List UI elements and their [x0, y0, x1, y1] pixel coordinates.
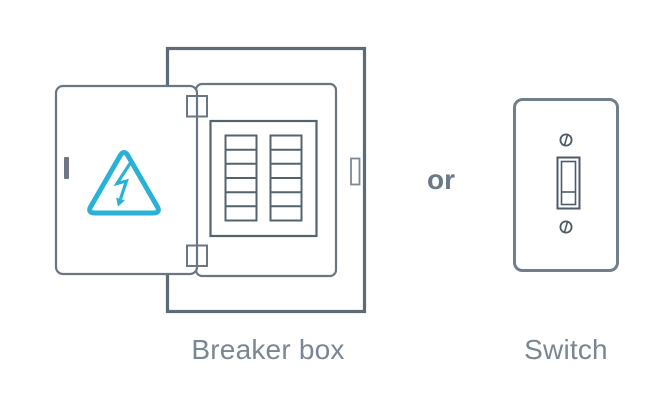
breaker-panel [209, 119, 318, 238]
lightning-bolt-icon [113, 162, 132, 207]
screw-top-icon [559, 133, 573, 147]
light-switch-icon [513, 98, 619, 272]
screw-bottom-icon [559, 220, 573, 234]
hinge-top-icon [186, 95, 208, 118]
breaker-box-icon [54, 46, 367, 314]
breaker-column-left [224, 134, 258, 222]
switch-label: Switch [524, 334, 608, 365]
breaker-box-label: Breaker box [191, 334, 345, 365]
door-handle-icon [64, 157, 69, 179]
or-text: or [427, 164, 455, 195]
breaker-face [194, 82, 338, 278]
latch-icon [350, 157, 361, 186]
toggle-icon [556, 156, 581, 210]
breaker-column-right [269, 134, 303, 222]
hinge-bottom-icon [186, 244, 208, 267]
high-voltage-warning-icon [87, 150, 161, 216]
